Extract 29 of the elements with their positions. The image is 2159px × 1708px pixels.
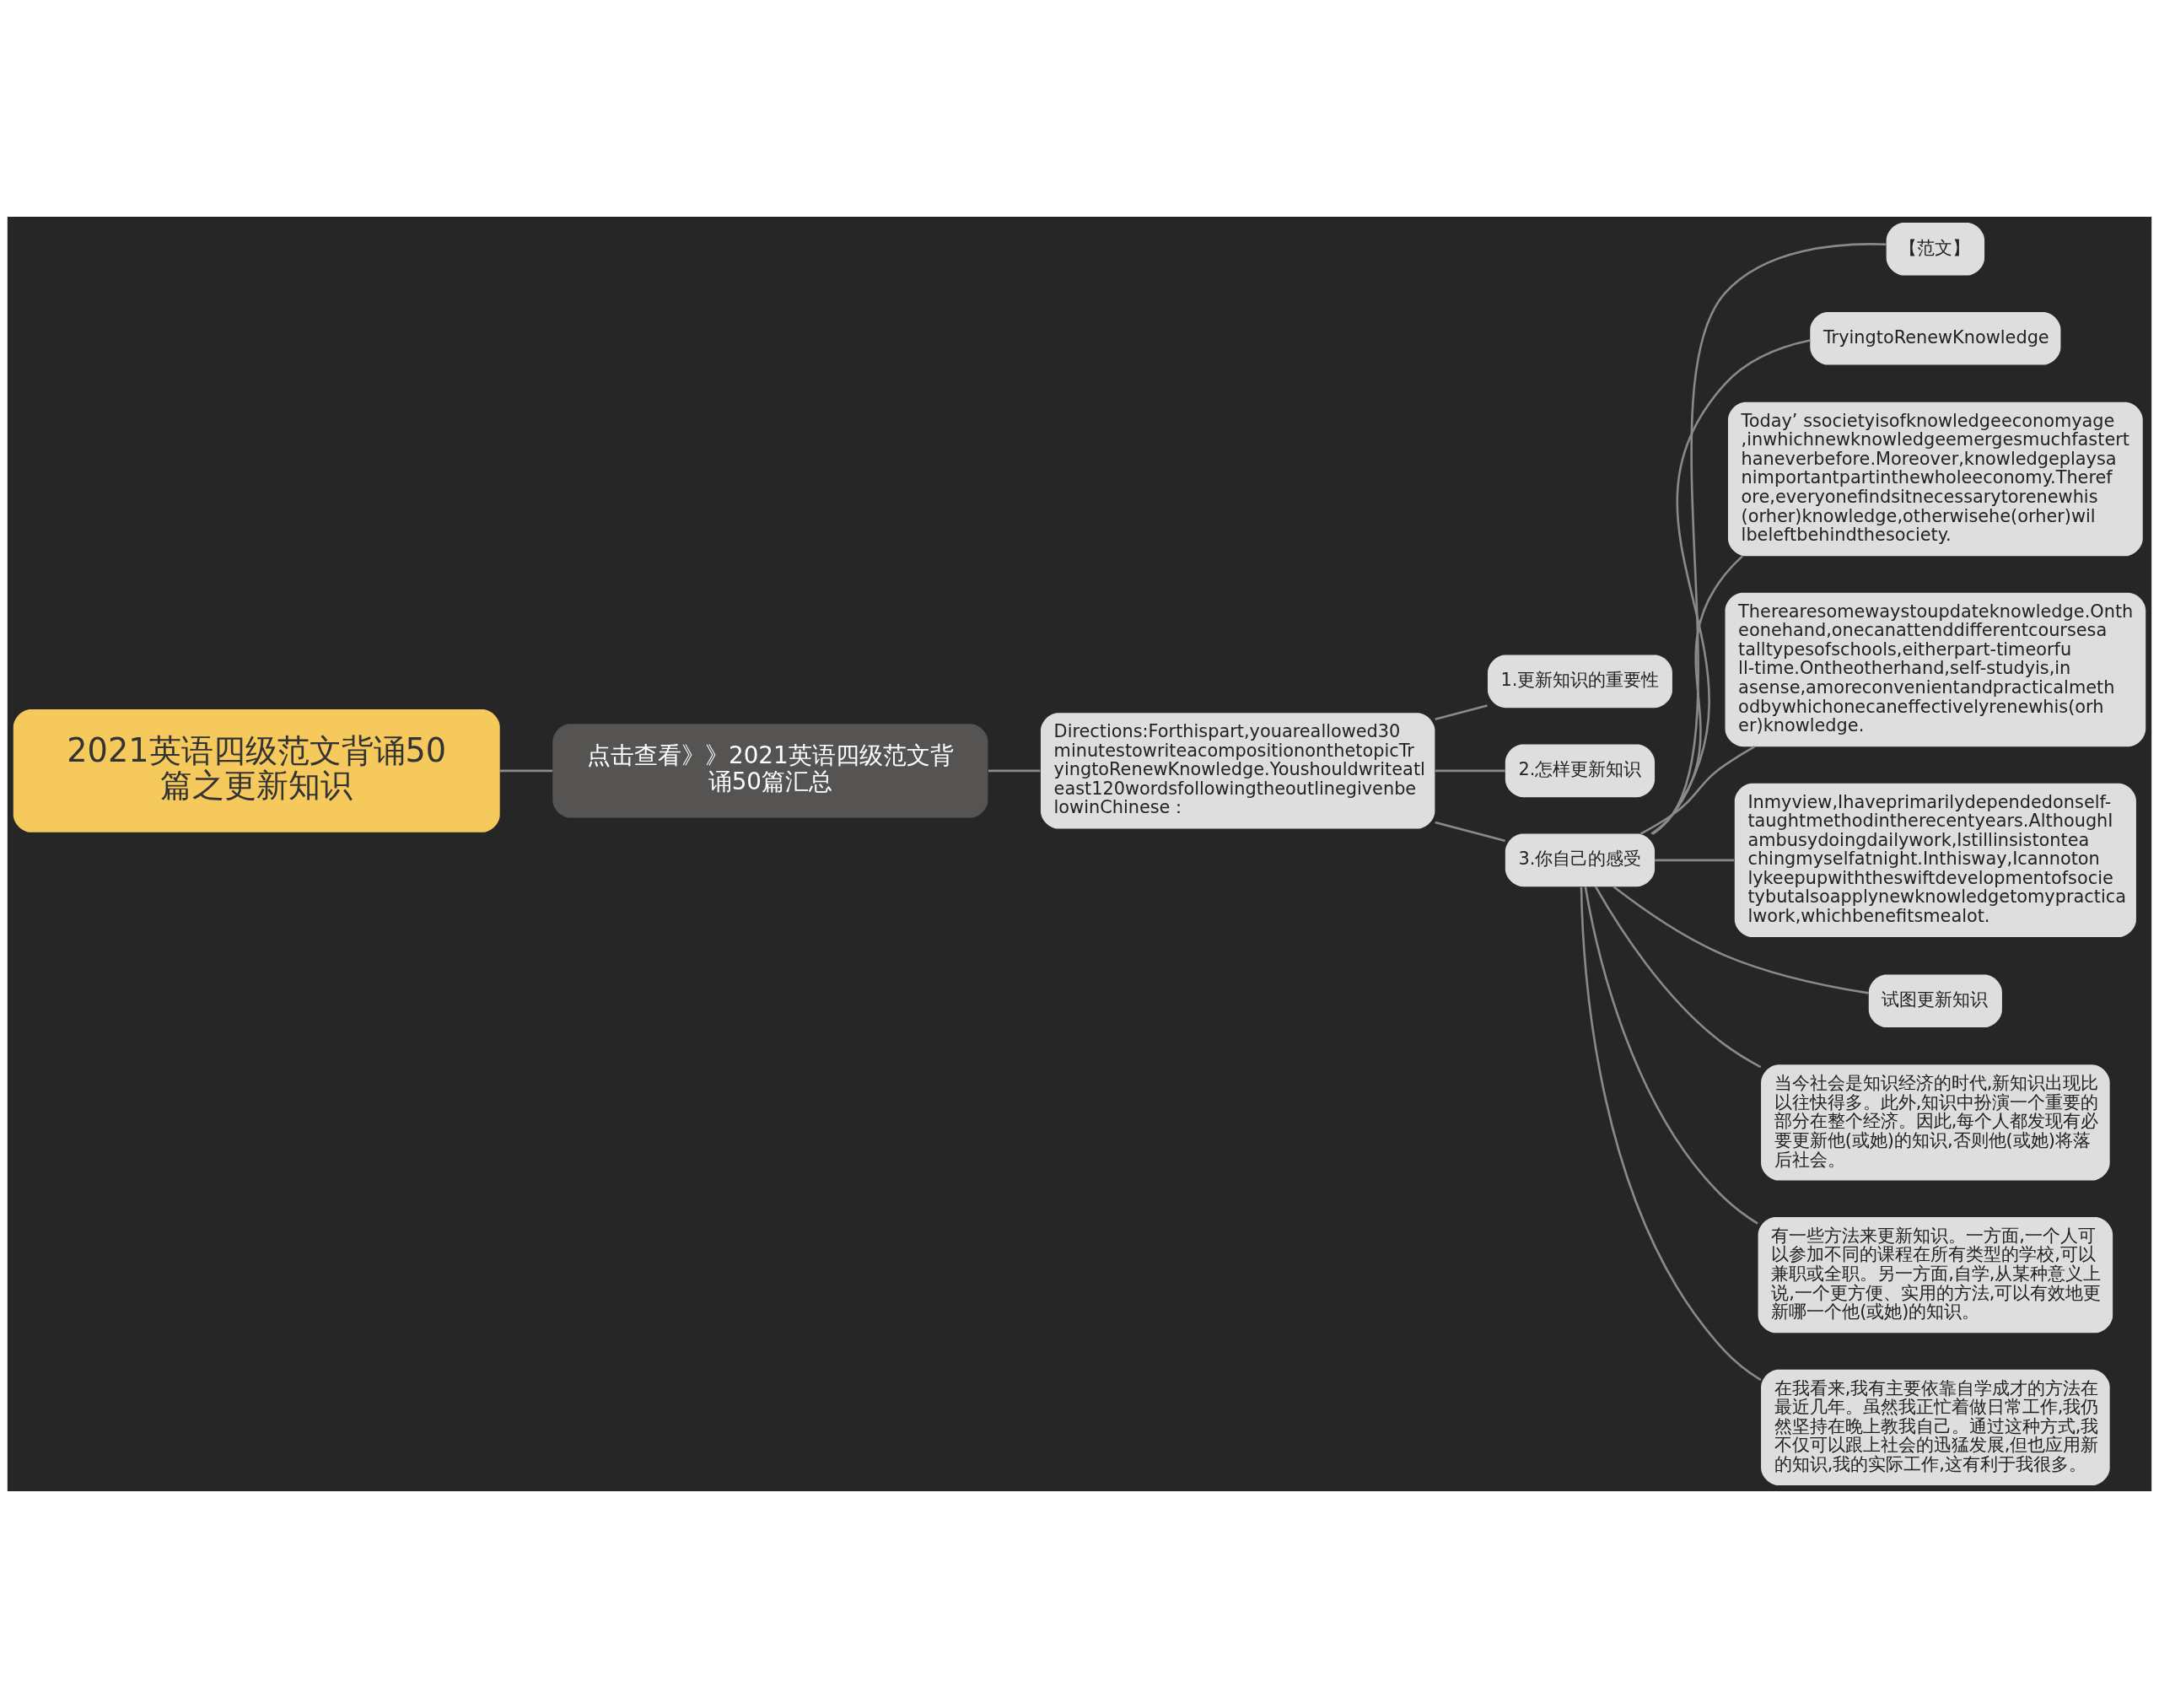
node-box: 1.更新知识的重要性 bbox=[1487, 655, 1672, 709]
node-box: 2021英语四级范文背诵50篇之更新知识 bbox=[13, 709, 500, 832]
connector bbox=[1435, 704, 1488, 720]
connector bbox=[1655, 859, 1735, 862]
connector bbox=[988, 769, 1041, 773]
connector bbox=[1613, 886, 1869, 994]
connector bbox=[1652, 339, 1811, 835]
node-box: Inmyview,Ihaveprimarilydependedonself-taughtmethodintherecentyears.AlthoughIambusydoingdailywork,Istillinsistonteachingmyselfatnight.Inthisway,Icannotonlykeepupwiththeswiftdevelopmentofsocietybutalsoapplynewknowledgetomypracticalwork,whichbenefitsmealot. bbox=[1734, 783, 2136, 938]
node-box: 在我看来,我有主要依靠自学成才的方法在最近几年。虽然我正忙着做日常工作,我仍然坚持在晚上教我自己。通过这种方式,我不仅可以跟上社会的迅猛发展,但也应用新的知识,我的实际工作,这有利于我很多。 bbox=[1761, 1369, 2110, 1486]
connector bbox=[499, 769, 553, 773]
connector bbox=[1435, 821, 1505, 843]
node-box: 【范文】 bbox=[1886, 222, 1985, 276]
connector bbox=[1594, 886, 1762, 1069]
node-box: Therearesomewaystoupdateknowledge.Ontheonehand,onecanattenddifferentcoursesatalltypesofschools,eitherpart-timeorfull-time.Ontheotherhand,self-studyis,inasense,amoreconvenientandpracticalmethodbywhichonecaneffectivelyrenewhis(orher)knowledge. bbox=[1725, 592, 2146, 747]
node-box: 点击查看》》2021英语四级范文背诵50篇汇总 bbox=[552, 724, 988, 818]
node-box: TryingtoRenewKnowledge bbox=[1810, 311, 2061, 365]
node-box: 试图更新知识 bbox=[1868, 974, 2002, 1027]
connector bbox=[1650, 555, 1743, 835]
connector bbox=[1584, 886, 1758, 1225]
node-box: 2.怎样更新知识 bbox=[1505, 744, 1656, 798]
node-box: 有一些方法来更新知识。一方面,一个人可以参加不同的课程在所有类型的学校,可以兼职或全职。另一方面,自学,从某种意义上说,一个更方便、实用的方法,可以有效地更新哪一个他(或她)的知识。 bbox=[1758, 1217, 2113, 1334]
connector bbox=[1435, 769, 1505, 773]
node-box: 当今社会是知识经济的时代,新知识出现比以往快得多。此外,知识中扮演一个重要的部分在整个经济。因此,每个人都发现有必要更新他(或她)的知识,否则他(或她)将落后社会。 bbox=[1761, 1064, 2110, 1181]
node-box: Directions:Forthispart,youareallowed30minutestowriteacompositiononthetopicTryingtoRenewKnowledge.Youshouldwriteatleast120wordsfollowingtheoutlinegivenbelowinChinese： bbox=[1040, 713, 1435, 829]
connector bbox=[1639, 746, 1756, 835]
node-box: Today’ ssocietyisofknowledgeeconomyage,inwhichnewknowledgeemergesmuchfasterthaneverbefore.Moreover,knowledgeplaysanimportantpartinthewholeeconomy.Therefore,everyonefindsitnecessarytorenewhis(orher)knowledge,otherwisehe(orher)willbeleftbehindthesociety. bbox=[1727, 401, 2143, 557]
connector bbox=[1580, 886, 1762, 1382]
node-box: 3.你自己的感受 bbox=[1505, 833, 1656, 887]
connector bbox=[1652, 243, 1887, 835]
